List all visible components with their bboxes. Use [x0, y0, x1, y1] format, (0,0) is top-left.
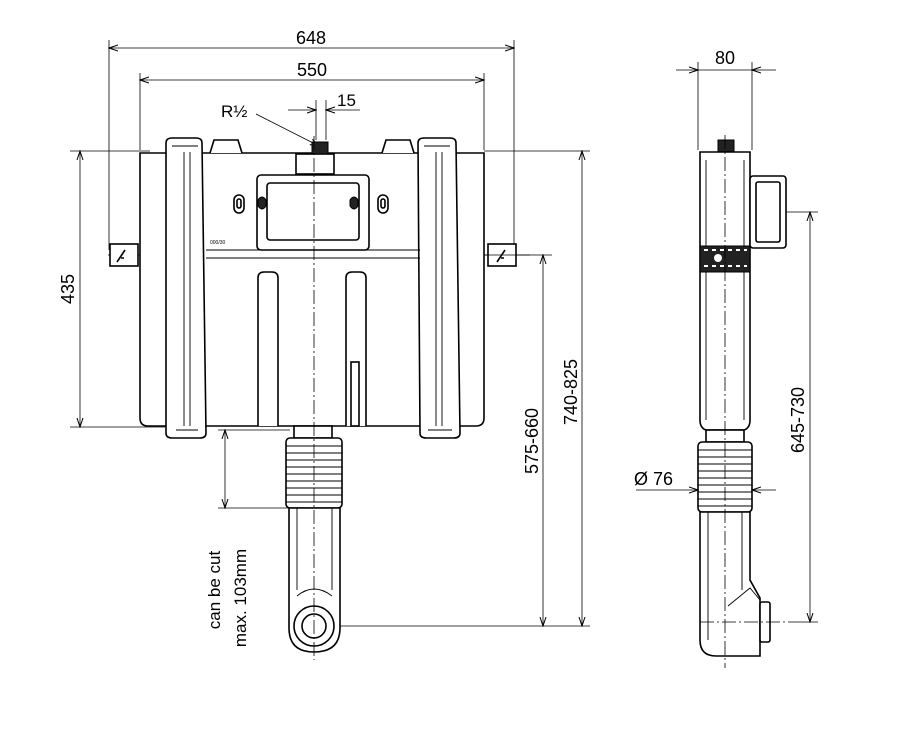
side-outlet-pipe [699, 511, 761, 657]
label-code: 000/30 [210, 240, 226, 246]
clip-left [257, 196, 267, 210]
side-inlet-nut [717, 139, 735, 153]
thread-label: R½ [221, 102, 247, 121]
rib-left [257, 271, 279, 426]
dimension-80: 80 [676, 48, 776, 150]
slot-right [377, 194, 389, 214]
dim-15-label: 15 [337, 91, 356, 110]
dimension-15: 15 [288, 91, 360, 140]
thread-callout: R½ [221, 102, 319, 146]
dim-740-825-label: 740-825 [561, 359, 581, 425]
rib-insert [350, 361, 360, 427]
dimension-cut: can be cut max. 103mm [205, 430, 290, 647]
dimension-435: 435 [58, 151, 165, 427]
dimension-dia-76: Ø 76 [634, 469, 776, 490]
inlet-valve-body [295, 153, 335, 175]
left-column [165, 137, 207, 439]
service-frame-inner [266, 182, 360, 241]
bracket-left [109, 243, 139, 267]
slot-left [233, 194, 245, 214]
service-frame-outer [256, 174, 370, 251]
dim-648-label: 648 [296, 28, 326, 48]
dim-575-660-label: 575-660 [522, 408, 542, 474]
front-view: 648 550 15 R½ 435 [58, 28, 590, 660]
outlet-neck [293, 425, 333, 439]
dimension-550: 550 [140, 60, 484, 150]
top-bump-left [209, 139, 243, 154]
dimension-575-660: 575-660 [340, 255, 552, 626]
cistern-body [139, 152, 485, 427]
dim-550-label: 550 [297, 60, 327, 80]
dimension-645-730: 645-730 [786, 212, 818, 622]
cut-note-line2: max. 103mm [231, 549, 250, 647]
dim-80-label: 80 [715, 48, 735, 68]
dim-dia-76-label: Ø 76 [634, 469, 673, 489]
dimension-648: 648 [109, 28, 514, 250]
right-column [417, 137, 461, 439]
clip-right [349, 196, 359, 210]
side-view: 80 Ø 76 [634, 48, 818, 668]
dimension-740-825: 740-825 [484, 151, 590, 626]
dim-645-730-label: 645-730 [788, 387, 808, 453]
inlet-nut [311, 141, 329, 155]
dim-435-label: 435 [58, 274, 78, 304]
top-bump-right [381, 139, 415, 154]
cut-note-line1: can be cut [205, 551, 224, 630]
